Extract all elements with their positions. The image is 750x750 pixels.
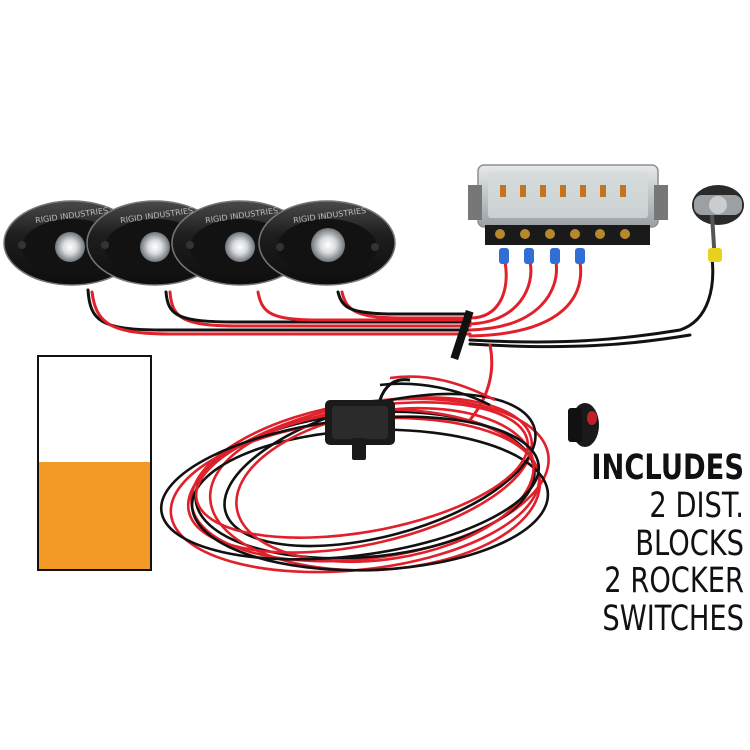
rocker-switch [568, 403, 599, 447]
wire-cut-mark [450, 309, 474, 361]
includes-title: INCLUDES [591, 448, 744, 488]
led-pods: RIGID INDUSTRIES RIGID INDUSTRIES RIGID … [3, 200, 396, 286]
coiled-wire-bundle [159, 375, 550, 574]
distribution-block [468, 164, 668, 264]
includes-caption: INCLUDES 2 DIST. BLOCKS 2 ROCKER SWITCHE… [533, 448, 744, 640]
includes-item-blocks: 2 DIST. BLOCKS [635, 485, 744, 564]
color-swatch-white [39, 357, 150, 464]
color-swatch-amber [39, 462, 150, 569]
color-options [37, 355, 152, 571]
inline-fuse-holder [325, 378, 411, 460]
ground-stud [692, 185, 744, 263]
led-pod-4 [258, 200, 396, 286]
pod-wire-harness [86, 256, 715, 422]
includes-item-switches: 2 ROCKER SWITCHES [602, 561, 744, 640]
